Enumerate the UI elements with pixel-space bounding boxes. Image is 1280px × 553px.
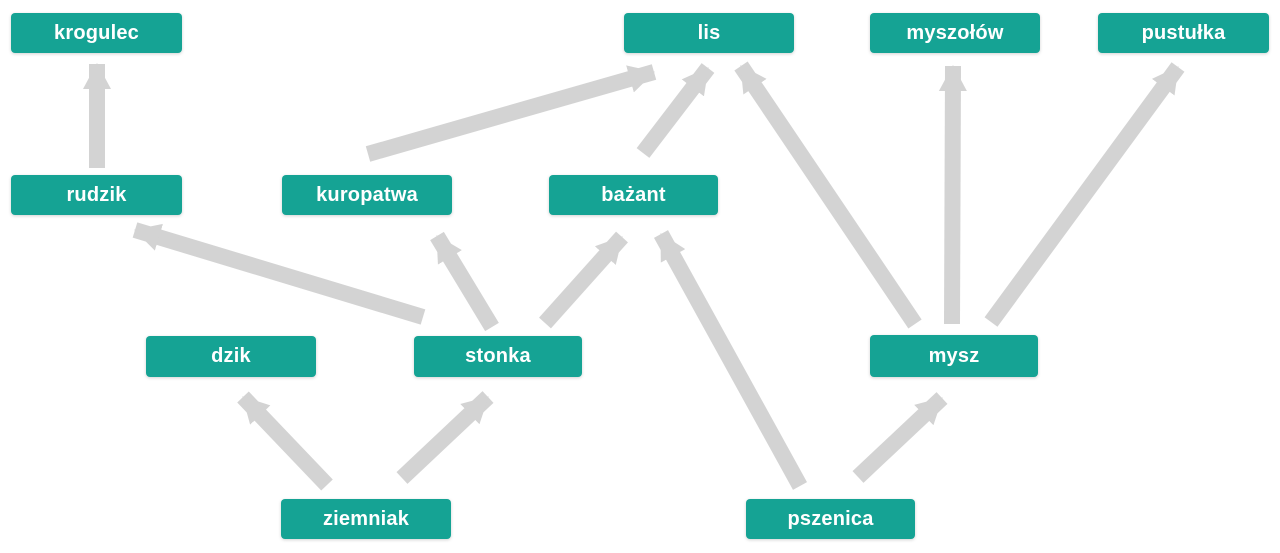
node-myszolow: myszołów — [870, 13, 1040, 53]
edge-stonka-to-kuropatwa — [430, 231, 499, 332]
edge-ziemniak-to-dzik — [237, 391, 333, 491]
edge-bazant-to-lis — [636, 63, 715, 158]
node-stonka: stonka — [414, 336, 582, 377]
node-bazant: bażant — [549, 175, 718, 215]
edge-ziemniak-to-stonka — [396, 391, 494, 484]
node-pszenica: pszenica — [746, 499, 915, 539]
node-ziemniak: ziemniak — [281, 499, 451, 539]
edge-pszenica-to-mysz — [852, 392, 948, 483]
edge-pszenica-to-bazant — [653, 230, 808, 490]
node-mysz: mysz — [870, 335, 1038, 377]
node-dzik: dzik — [146, 336, 316, 377]
node-lis: lis — [624, 13, 794, 53]
node-kuropatwa: kuropatwa — [282, 175, 452, 215]
node-krogulec: krogulec — [11, 13, 182, 53]
edge-kuropatwa-to-lis — [365, 64, 657, 162]
edge-stonka-to-rudzik — [132, 222, 426, 325]
edge-mysz-to-myszolow — [938, 65, 967, 325]
edge-stonka-to-bazant — [539, 231, 628, 329]
node-rudzik: rudzik — [11, 175, 182, 215]
node-pustulka: pustułka — [1098, 13, 1269, 53]
edge-mysz-to-pustulka — [984, 62, 1185, 327]
edge-mysz-to-lis — [734, 61, 922, 329]
